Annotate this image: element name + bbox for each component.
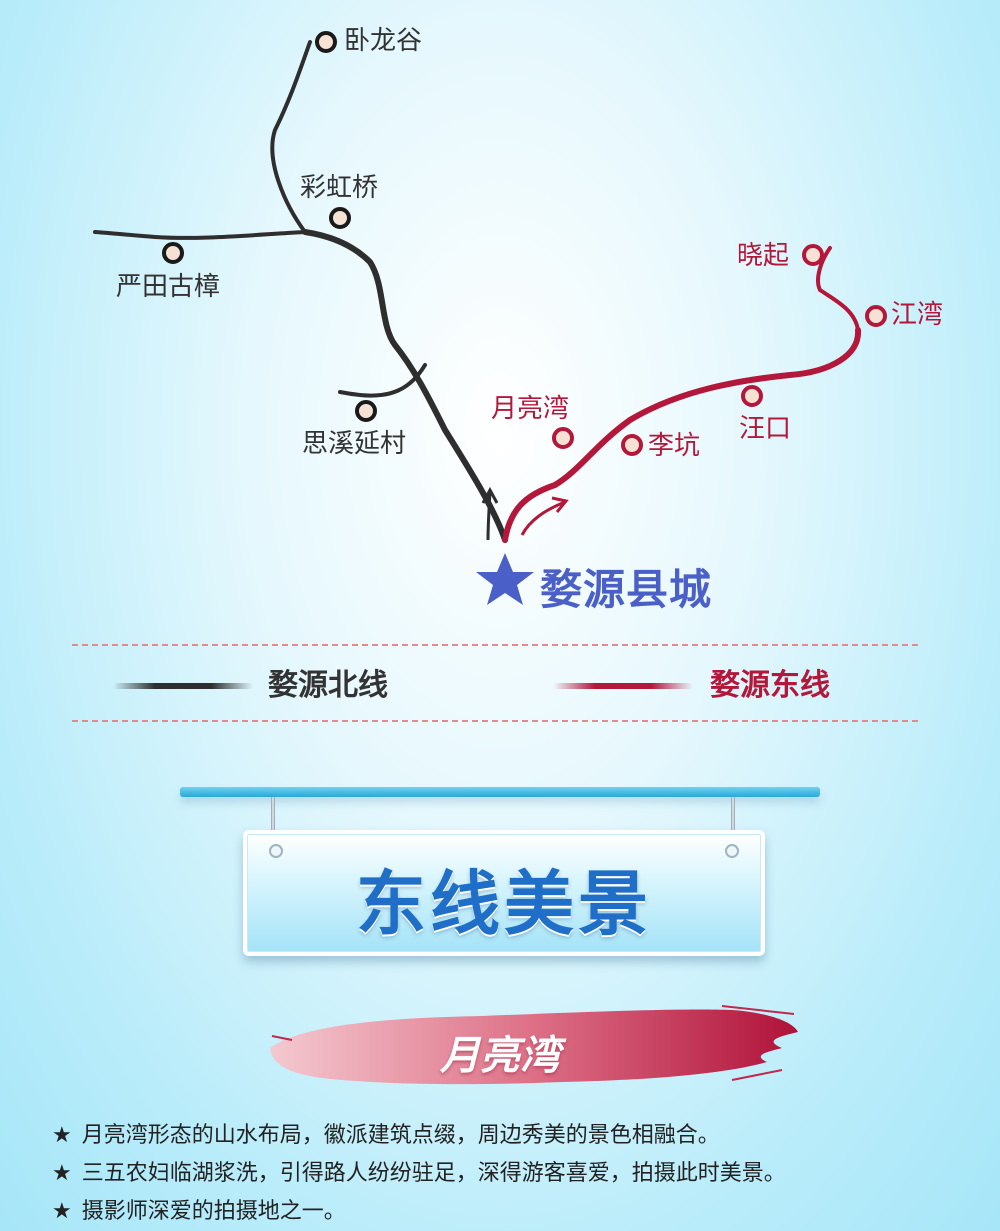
section-title: 东线美景: [356, 863, 652, 945]
place-label-wolonggu: 卧龙谷: [344, 26, 423, 56]
grommet-right: [725, 844, 739, 858]
list-item-text: 月亮湾形态的山水布局，徽派建筑点缀，周边秀美的景色相融合。: [81, 1123, 720, 1148]
list-item-text: 三五农妇临湖浆洗，引得路人纷纷驻足，深得游客喜爱，拍摄此时美景。: [81, 1161, 786, 1186]
marker-wolonggu: [315, 31, 337, 53]
divider-top: [72, 644, 918, 646]
section-sign: 东线美景: [243, 830, 765, 956]
east-route: [502, 246, 862, 543]
list-item-text: 摄影师深爱的拍摄地之一。: [81, 1199, 346, 1224]
legend-north-label: 婺源北线: [268, 668, 388, 703]
place-label-yantiangu: 严田古樟: [116, 272, 221, 302]
list-item: ★ 月亮湾形态的山水布局，徽派建筑点缀，周边秀美的景色相融合。: [52, 1117, 972, 1155]
place-label-yueliangwan: 月亮湾: [491, 394, 570, 424]
place-label-jiangwan: 江湾: [891, 300, 944, 330]
star-icon: ★: [52, 1123, 72, 1148]
north-markers: [162, 31, 377, 422]
description-list: ★ 月亮湾形态的山水布局，徽派建筑点缀，周边秀美的景色相融合。 ★ 三五农妇临湖浆洗…: [52, 1117, 972, 1231]
legend-east-line: [553, 683, 693, 689]
place-label-likeng: 李坑: [648, 431, 701, 461]
direction-arrows: [481, 486, 569, 541]
grommet-left: [269, 844, 283, 858]
marker-yueliangwan: [552, 427, 574, 449]
star-icon: ★: [52, 1199, 72, 1224]
marker-sixiyancun: [355, 400, 377, 422]
list-item: ★ 三五农妇临湖浆洗，引得路人纷纷驻足，深得游客喜爱，拍摄此时美景。: [52, 1155, 972, 1193]
sign-hanger-right: [731, 797, 735, 843]
divider-bottom: [72, 720, 918, 722]
legend-east-label: 婺源东线: [710, 668, 830, 703]
marker-caihongqiao: [329, 207, 351, 229]
sign-rail: [180, 787, 820, 797]
sign-hanger-left: [271, 797, 275, 843]
place-label-wangkou: 汪口: [739, 414, 792, 444]
marker-wangkou: [741, 385, 763, 407]
place-label-xiaoqi: 晓起: [737, 241, 790, 271]
brush-stroke-banner: [270, 1005, 798, 1085]
place-label-sixiyancun: 思溪延村: [302, 429, 407, 459]
marker-xiaoqi: [802, 244, 824, 266]
legend-north-line: [113, 683, 253, 689]
marker-yantiangu: [162, 242, 184, 264]
section-subtitle: 月亮湾: [440, 1033, 560, 1079]
list-item: ★ 摄影师深爱的拍摄地之一。: [52, 1193, 972, 1231]
place-label-caihongqiao: 彩虹桥: [300, 173, 379, 203]
marker-jiangwan: [865, 305, 887, 327]
route-map: [93, 31, 887, 605]
city-label: 婺源县城: [540, 565, 713, 614]
star-icon: ★: [52, 1161, 72, 1186]
city-star-icon: [476, 553, 534, 605]
marker-likeng: [621, 434, 643, 456]
east-markers: [552, 244, 887, 456]
north-route: [93, 40, 508, 543]
